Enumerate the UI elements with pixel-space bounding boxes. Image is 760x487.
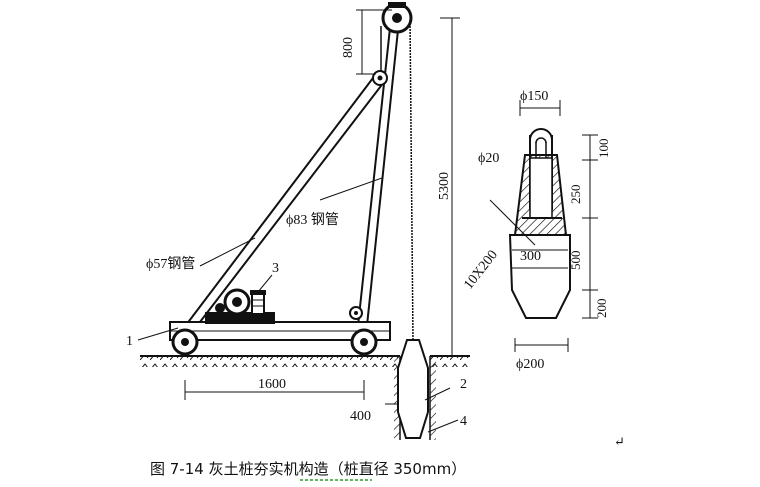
label-part-3: 3: [272, 261, 279, 276]
dimension-lines: [184, 9, 460, 405]
detail-d150: ϕ150: [520, 89, 548, 104]
detail-dim-500: 500: [568, 251, 583, 271]
machine-frame: [169, 2, 414, 356]
leader-lines: [137, 177, 459, 433]
return-mark: ↵: [614, 434, 625, 449]
label-part-4: 4: [460, 414, 467, 429]
label-dim-1600: 1600: [258, 377, 286, 392]
detail-dim-100: 100: [596, 139, 611, 159]
brace: [179, 73, 385, 336]
label-dim-800: 800: [341, 37, 356, 58]
top-pulley: [381, 2, 413, 34]
rammer-detail: [489, 100, 598, 352]
detail-dim-250: 250: [568, 185, 583, 205]
winch: [205, 288, 275, 324]
detail-w300: 300: [520, 249, 541, 264]
label-pipe-57: ϕ57钢管: [146, 256, 195, 272]
hammer: [397, 339, 429, 439]
chassis: [169, 321, 391, 341]
label-part-1: 1: [126, 334, 133, 349]
wheel-left: [171, 328, 199, 356]
hammer-rope: [409, 19, 414, 341]
figure-caption: 图 7-14 灰土桩夯实机构造（桩直径 350mm）: [150, 460, 466, 478]
detail-10x200: 10X200: [461, 248, 501, 293]
detail-dim-200: 200: [594, 299, 609, 319]
label-dim-400: 400: [350, 409, 371, 424]
detail-d200: ϕ200: [516, 357, 544, 372]
detail-d20: ϕ20: [478, 151, 499, 166]
label-dim-5300: 5300: [437, 172, 452, 200]
wheel-right: [350, 328, 378, 356]
label-part-2: 2: [460, 377, 467, 392]
label-pipe-83: ϕ83 钢管: [286, 212, 339, 228]
